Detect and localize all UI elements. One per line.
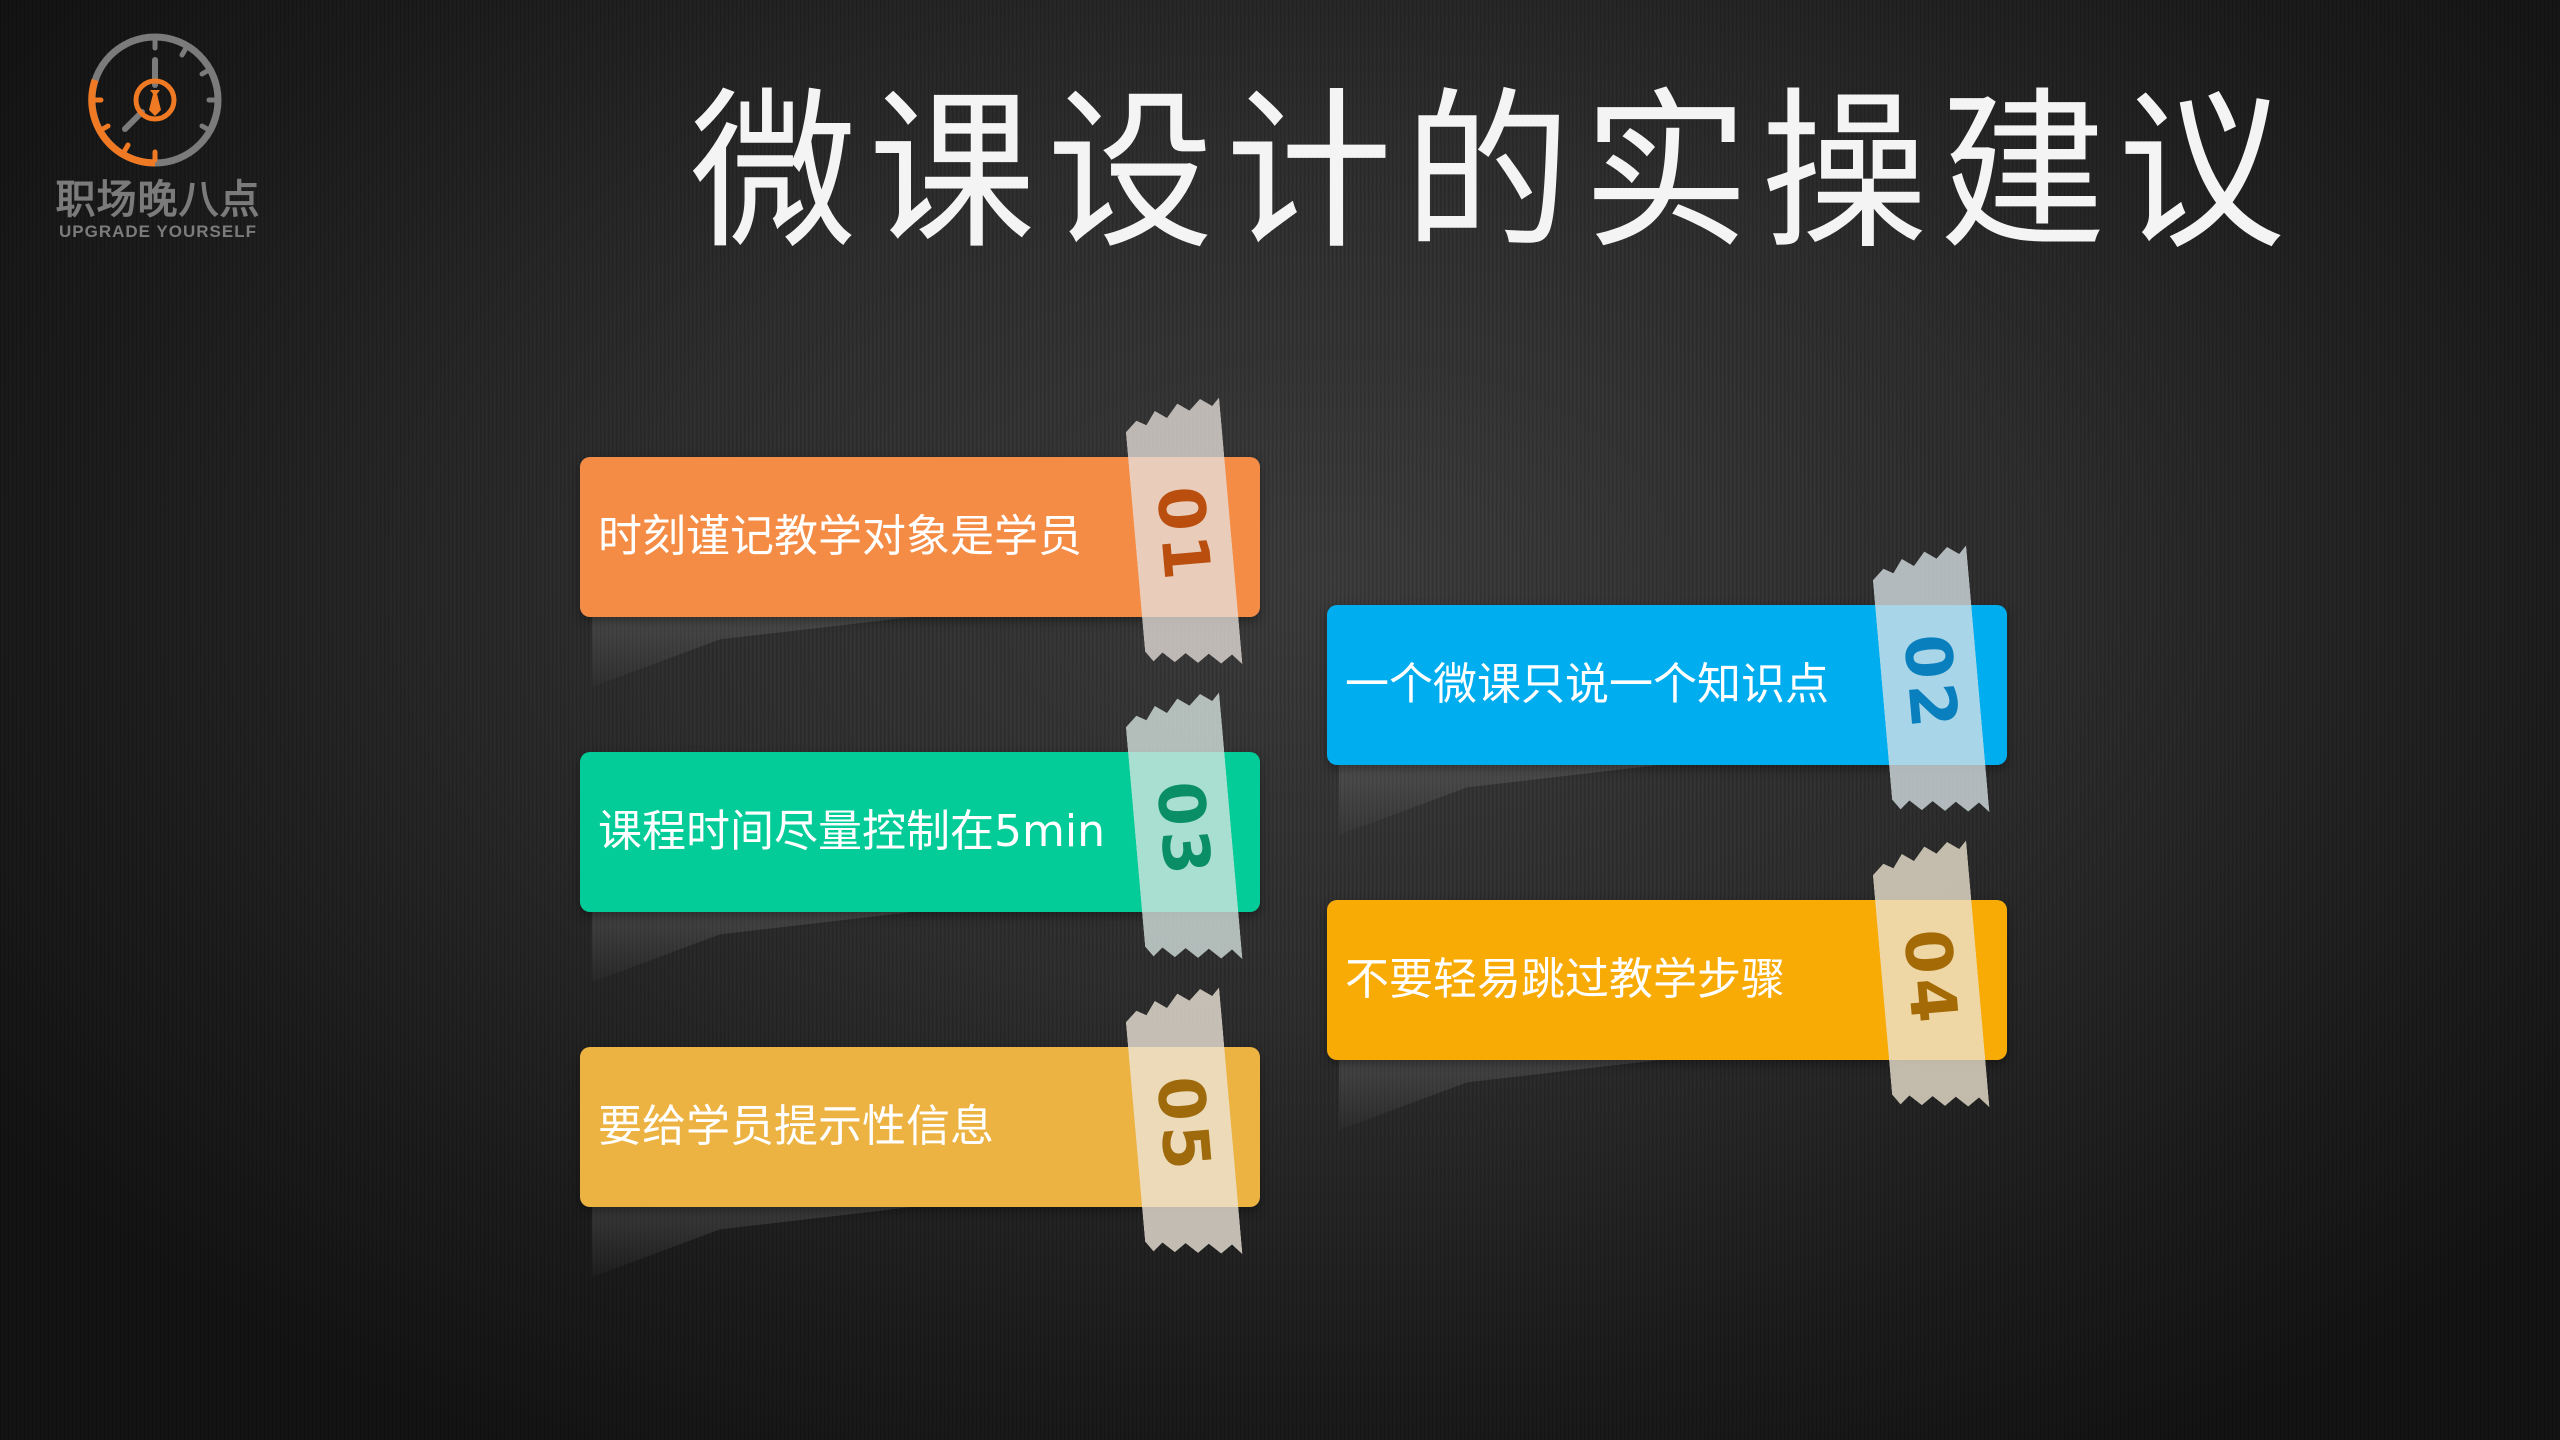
tip-card-02: 一个微课只说一个知识点 02 <box>1327 605 2017 835</box>
card-number: 05 <box>1141 1073 1225 1177</box>
page-title: 微课设计的实操建议 <box>690 72 2297 273</box>
tape-label: 02 <box>1871 545 1990 820</box>
tip-card-01: 时刻谨记教学对象是学员 01 <box>580 457 1270 687</box>
tip-card-05: 要给学员提示性信息 05 <box>580 1047 1270 1277</box>
card-text: 课程时间尽量控制在5min <box>598 806 1105 857</box>
tape-label: 01 <box>1124 397 1243 672</box>
card-reflection <box>592 1207 912 1277</box>
clock-with-tie-icon <box>88 33 222 167</box>
brand-logo: 职场晚八点 UPGRADE YOURSELF <box>40 30 270 250</box>
card-text: 不要轻易跳过教学步骤 <box>1345 954 1785 1005</box>
card-text: 要给学员提示性信息 <box>598 1101 994 1152</box>
tip-card-04: 不要轻易跳过教学步骤 04 <box>1327 900 2017 1130</box>
card-reflection <box>1339 1060 1659 1130</box>
logo-name: 职场晚八点 <box>55 177 261 223</box>
tape-label: 04 <box>1871 840 1990 1115</box>
card-number: 03 <box>1141 778 1225 882</box>
tape-label: 03 <box>1124 692 1243 967</box>
tip-card-03: 课程时间尽量控制在5min 03 <box>580 752 1270 982</box>
card-reflection <box>592 912 912 982</box>
card-text: 时刻谨记教学对象是学员 <box>598 511 1082 562</box>
card-number: 02 <box>1888 631 1972 735</box>
card-number: 04 <box>1888 926 1972 1030</box>
card-text: 一个微课只说一个知识点 <box>1345 659 1829 710</box>
logo-slogan: UPGRADE YOURSELF <box>59 222 257 241</box>
card-number: 01 <box>1141 483 1225 587</box>
card-reflection <box>592 617 912 687</box>
card-reflection <box>1339 765 1659 835</box>
tape-label: 05 <box>1124 987 1243 1262</box>
